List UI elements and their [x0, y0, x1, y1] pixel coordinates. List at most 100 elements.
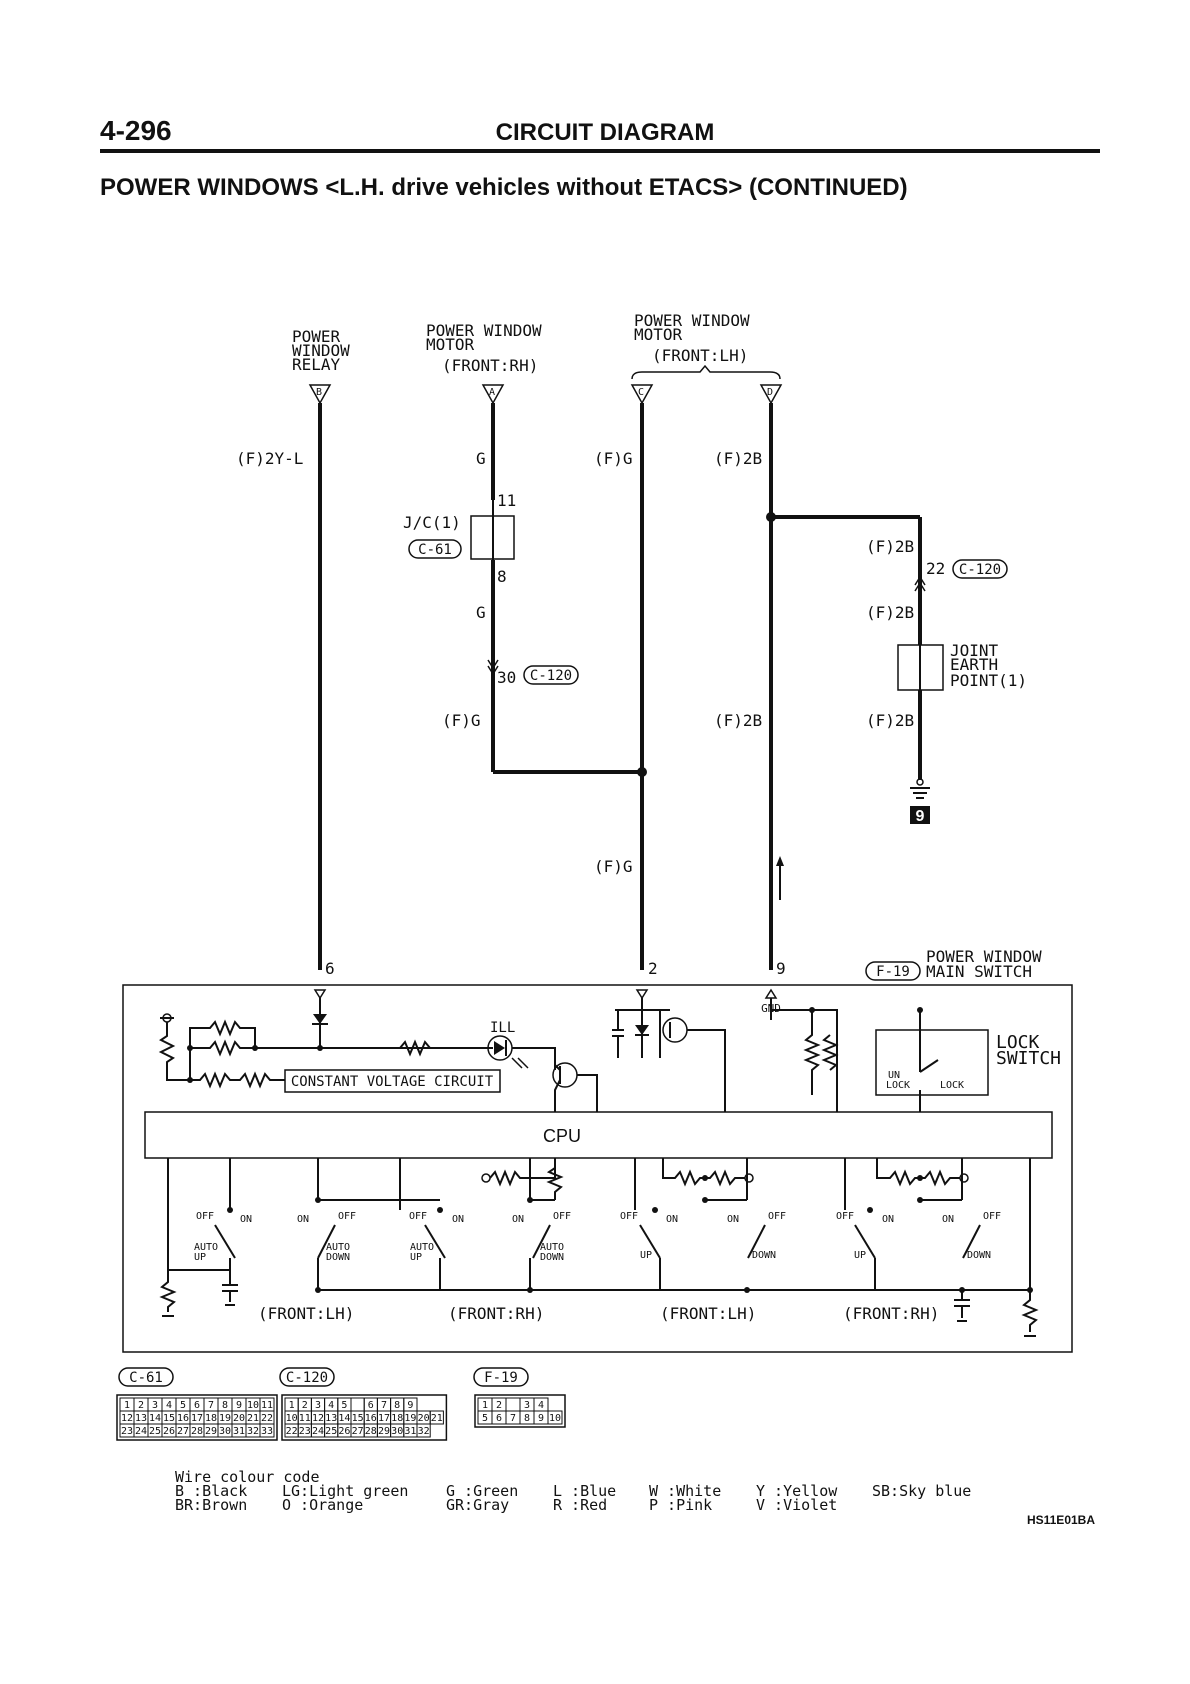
c120-pin22-number: 22	[926, 559, 945, 578]
connector-pin-number: 1	[289, 1400, 295, 1411]
sw3-auto: AUTO	[410, 1242, 434, 1253]
colour-entry-gr: GR:Gray	[446, 1496, 509, 1514]
switch-lh-up: OFF ON AUTO UP	[194, 1207, 252, 1275]
ill-led-icon: ILL	[487, 1020, 556, 1070]
wire-label-g-top: G	[476, 449, 486, 468]
relay-label-3: RELAY	[292, 355, 341, 374]
connector-pin-number: 10	[549, 1413, 561, 1424]
motor-lh-label: POWER WINDOW MOTOR (FRONT:LH)	[634, 311, 750, 365]
connector-pin-number: 21	[431, 1413, 443, 1424]
connector-housing	[474, 1394, 566, 1428]
connector-pin-number: 16	[177, 1413, 189, 1424]
c120-pin22-mark	[914, 575, 926, 592]
wire-label-2yl: (F)2Y-L	[236, 449, 303, 468]
section-title: CIRCUIT DIAGRAM	[496, 119, 715, 146]
front-lh-label-1: (FRONT:LH)	[258, 1304, 354, 1323]
motor-rh-label-2: MOTOR	[426, 335, 475, 354]
wire-label-f2b-mid: (F)2B	[714, 711, 762, 730]
connector-a: A	[481, 384, 505, 405]
wire-label-f2b-top: (F)2B	[714, 449, 762, 468]
switch-in-2	[635, 989, 649, 1000]
sw8-off: OFF	[983, 1211, 1001, 1222]
connector-pin-number: 28	[365, 1426, 377, 1437]
colour-entry-l: L :Blue	[553, 1482, 616, 1500]
joint-earth-label-2: EARTH	[950, 655, 998, 674]
relay-label-1: POWER	[292, 327, 341, 346]
motor-lh-label-3: (FRONT:LH)	[652, 346, 748, 365]
connector-b: B	[308, 384, 332, 405]
connector-pin-number: 5	[341, 1400, 347, 1411]
sw4-off: OFF	[553, 1211, 571, 1222]
connector-pin-number: 5	[180, 1400, 186, 1411]
sw8-on: ON	[942, 1214, 954, 1225]
bottom-components	[159, 1275, 1039, 1337]
connector-cell	[259, 1423, 275, 1438]
f19-label: F-19	[876, 964, 910, 980]
connector-pin-number: 7	[208, 1400, 214, 1411]
sw3-on: ON	[452, 1214, 464, 1225]
sw8-down: DOWN	[967, 1250, 991, 1261]
lock-switch: LOCK SWITCH UN LOCK LOCK	[875, 1007, 1061, 1112]
current-arrow-icon	[776, 856, 784, 900]
front-lh-label-2: (FRONT:LH)	[660, 1304, 756, 1323]
jc-connector-oval	[408, 539, 462, 559]
c120-title: C-120	[286, 1370, 328, 1386]
connector-pin-number: 30	[219, 1426, 231, 1437]
sw2-on: ON	[297, 1214, 309, 1225]
connector-pin-number: 7	[510, 1413, 516, 1424]
colour-entry-g: G :Green	[446, 1482, 518, 1500]
c120-pin30-oval	[523, 665, 579, 685]
sw2-down: DOWN	[326, 1252, 350, 1263]
connector-cell	[547, 1410, 563, 1425]
connector-b-pin: B	[316, 387, 322, 398]
connector-pin-number: 1	[482, 1400, 488, 1411]
connector-pin-number: 11	[299, 1413, 311, 1424]
switch-pin-6: 6	[325, 959, 335, 978]
colour-entry-r: R :Red	[553, 1496, 607, 1514]
front-rh-label-2: (FRONT:RH)	[843, 1304, 939, 1323]
connector-pin-number: 19	[219, 1413, 231, 1424]
connector-cell	[505, 1397, 521, 1412]
colour-entry-b: B :Black	[175, 1482, 247, 1500]
connector-pin-number: 9	[236, 1400, 242, 1411]
f19-view-oval	[473, 1367, 529, 1387]
pin2-circuit	[612, 998, 726, 1112]
connector-pin-number: 25	[325, 1426, 337, 1437]
switch-passenger-rh-up: OFF ON UP	[836, 1207, 894, 1290]
connector-pin-number: 18	[205, 1413, 217, 1424]
unlock-label-2: LOCK	[886, 1080, 910, 1091]
lock-title-1: LOCK	[996, 1032, 1040, 1053]
connector-pin-number: 3	[315, 1400, 321, 1411]
connector-cell	[429, 1410, 444, 1425]
splice-dot-1	[637, 767, 647, 777]
connector-pin-number: 27	[352, 1426, 364, 1437]
c120-pin22-label: C-120	[959, 562, 1001, 578]
sw5-up: UP	[640, 1250, 652, 1261]
connector-pin-number: 12	[312, 1413, 324, 1424]
sw5-off: OFF	[620, 1211, 638, 1222]
wire-colour-code-title: Wire colour code	[175, 1468, 320, 1486]
sw3-up: UP	[410, 1252, 422, 1263]
colour-entry-o: O :Orange	[282, 1496, 363, 1514]
joint-earth-label-3: POINT(1)	[950, 671, 1027, 690]
resistor-ill	[399, 1039, 431, 1057]
connector-pin-number: 9	[538, 1413, 544, 1424]
sw6-off: OFF	[768, 1211, 786, 1222]
switch-passenger-lh-down: ON OFF DOWN	[727, 1211, 786, 1261]
connector-pin-number: 26	[338, 1426, 350, 1437]
connector-pin-number: 24	[312, 1426, 324, 1437]
connector-pin-number: 6	[496, 1413, 502, 1424]
connector-a-pin: A	[489, 387, 495, 398]
connector-pin-number: 8	[394, 1400, 400, 1411]
connector-d: D	[759, 384, 783, 405]
connector-pin-number: 23	[121, 1426, 133, 1437]
sw2-auto: AUTO	[326, 1242, 350, 1253]
connector-pin-number: 22	[261, 1413, 273, 1424]
connector-housing	[281, 1394, 448, 1441]
relay-label: POWER WINDOW RELAY	[292, 327, 350, 374]
connector-pin-number: 6	[368, 1400, 374, 1411]
connector-cell	[350, 1397, 365, 1412]
connector-pin-number: 23	[299, 1426, 311, 1437]
c120-pin30-label: C-120	[530, 668, 572, 684]
